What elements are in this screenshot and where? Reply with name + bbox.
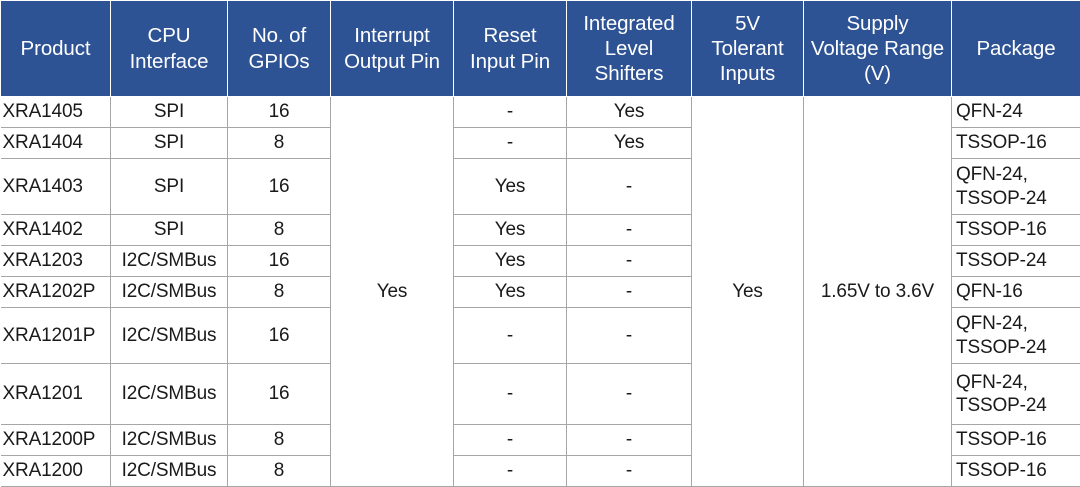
cell-no-of-gpios: 8 bbox=[227, 127, 331, 159]
cell-reset-input-pin: Yes bbox=[453, 158, 567, 215]
column-header-interrupt-output-pin: Interrupt Output Pin bbox=[330, 0, 454, 97]
cell-package: QFN-24, TSSOP-24 bbox=[951, 307, 1080, 364]
cell-no-of-gpios: 8 bbox=[227, 424, 331, 456]
cell-product: XRA1405 bbox=[0, 96, 111, 128]
cell-reset-input-pin: - bbox=[453, 455, 567, 487]
cell-integrated-level-shifters: Yes bbox=[566, 127, 692, 159]
cell-no-of-gpios: 8 bbox=[227, 455, 331, 487]
cell-no-of-gpios: 16 bbox=[227, 158, 331, 215]
cell-integrated-level-shifters: - bbox=[566, 276, 692, 308]
cell-product: XRA1202P bbox=[0, 276, 111, 308]
table-header-row: Product CPU Interface No. of GPIOs Inter… bbox=[0, 0, 1080, 97]
cell-reset-input-pin: - bbox=[453, 424, 567, 456]
cell-integrated-level-shifters: - bbox=[566, 455, 692, 487]
cell-reset-input-pin: - bbox=[453, 96, 567, 128]
cell-cpu-interface: SPI bbox=[110, 214, 228, 246]
table-row: XRA1402 SPI 8 Yes - TSSOP-16 bbox=[0, 214, 1080, 246]
cell-package: TSSOP-16 bbox=[951, 214, 1080, 246]
column-header-cpu-interface: CPU Interface bbox=[110, 0, 228, 97]
cell-reset-input-pin: - bbox=[453, 127, 567, 159]
cell-no-of-gpios: 16 bbox=[227, 96, 331, 128]
cell-integrated-level-shifters: - bbox=[566, 245, 692, 277]
cell-integrated-level-shifters: - bbox=[566, 424, 692, 456]
cell-package: TSSOP-16 bbox=[951, 127, 1080, 159]
cell-product: XRA1200 bbox=[0, 455, 111, 487]
cell-cpu-interface: I2C/SMBus bbox=[110, 455, 228, 487]
cell-integrated-level-shifters: - bbox=[566, 307, 692, 364]
table-header: Product CPU Interface No. of GPIOs Inter… bbox=[0, 0, 1080, 97]
cell-reset-input-pin: - bbox=[453, 363, 567, 425]
cell-interrupt-output-pin-merged: Yes bbox=[330, 96, 454, 487]
column-header-supply-voltage-range: Supply Voltage Range (V) bbox=[803, 0, 952, 97]
table-row: XRA1200 I2C/SMBus 8 - - TSSOP-16 bbox=[0, 455, 1080, 487]
table-row: XRA1405 SPI 16 Yes - Yes Yes 1.65V to 3.… bbox=[0, 96, 1080, 487]
cell-cpu-interface: I2C/SMBus bbox=[110, 363, 228, 425]
cell-package: QFN-24, TSSOP-24 bbox=[951, 158, 1080, 215]
cell-cpu-interface: SPI bbox=[110, 96, 228, 128]
cell-integrated-level-shifters: - bbox=[566, 214, 692, 246]
cell-reset-input-pin: Yes bbox=[453, 245, 567, 277]
cell-cpu-interface: SPI bbox=[110, 127, 228, 159]
cell-integrated-level-shifters: - bbox=[566, 158, 692, 215]
cell-product: XRA1201 bbox=[0, 363, 111, 425]
column-header-reset-input-pin: Reset Input Pin bbox=[453, 0, 567, 97]
cell-reset-input-pin: Yes bbox=[453, 276, 567, 308]
cell-product: XRA1404 bbox=[0, 127, 111, 159]
cell-package: TSSOP-16 bbox=[951, 424, 1080, 456]
cell-no-of-gpios: 8 bbox=[227, 214, 331, 246]
column-header-package: Package bbox=[951, 0, 1080, 97]
cell-cpu-interface: I2C/SMBus bbox=[110, 276, 228, 308]
table-row: XRA1201P I2C/SMBus 16 - - QFN-24, TSSOP-… bbox=[0, 307, 1080, 364]
cell-product: XRA1203 bbox=[0, 245, 111, 277]
column-header-integrated-level-shifters: Integrated Level Shifters bbox=[566, 0, 692, 97]
cell-integrated-level-shifters: - bbox=[566, 363, 692, 425]
cell-cpu-interface: I2C/SMBus bbox=[110, 245, 228, 277]
cell-product: XRA1403 bbox=[0, 158, 111, 215]
cell-5v-tolerant-inputs-merged: Yes bbox=[691, 96, 804, 487]
cell-cpu-interface: I2C/SMBus bbox=[110, 424, 228, 456]
cell-integrated-level-shifters: Yes bbox=[566, 96, 692, 128]
cell-product: XRA1200P bbox=[0, 424, 111, 456]
cell-reset-input-pin: Yes bbox=[453, 214, 567, 246]
cell-package: TSSOP-24 bbox=[951, 245, 1080, 277]
cell-reset-input-pin: - bbox=[453, 307, 567, 364]
cell-supply-voltage-range-merged: 1.65V to 3.6V bbox=[803, 96, 952, 487]
cell-cpu-interface: SPI bbox=[110, 158, 228, 215]
cell-no-of-gpios: 8 bbox=[227, 276, 331, 308]
column-header-no-of-gpios: No. of GPIOs bbox=[227, 0, 331, 97]
table-row: XRA1403 SPI 16 Yes - QFN-24, TSSOP-24 bbox=[0, 158, 1080, 215]
column-header-product: Product bbox=[0, 0, 111, 97]
cell-package: QFN-16 bbox=[951, 276, 1080, 308]
table-body: XRA1405 SPI 16 Yes - Yes Yes 1.65V to 3.… bbox=[0, 96, 1080, 487]
cell-no-of-gpios: 16 bbox=[227, 363, 331, 425]
cell-product: XRA1402 bbox=[0, 214, 111, 246]
cell-no-of-gpios: 16 bbox=[227, 307, 331, 364]
cell-no-of-gpios: 16 bbox=[227, 245, 331, 277]
table-row: XRA1203 I2C/SMBus 16 Yes - TSSOP-24 bbox=[0, 245, 1080, 277]
cell-cpu-interface: I2C/SMBus bbox=[110, 307, 228, 364]
cell-product: XRA1201P bbox=[0, 307, 111, 364]
column-header-5v-tolerant-inputs: 5V Tolerant Inputs bbox=[691, 0, 804, 97]
cell-package: QFN-24 bbox=[951, 96, 1080, 128]
table-row: XRA1200P I2C/SMBus 8 - - TSSOP-16 bbox=[0, 424, 1080, 456]
table-row: XRA1202P I2C/SMBus 8 Yes - QFN-16 bbox=[0, 276, 1080, 308]
cell-package: QFN-24, TSSOP-24 bbox=[951, 363, 1080, 425]
cell-package: TSSOP-16 bbox=[951, 455, 1080, 487]
table-row: XRA1201 I2C/SMBus 16 - - QFN-24, TSSOP-2… bbox=[0, 363, 1080, 425]
